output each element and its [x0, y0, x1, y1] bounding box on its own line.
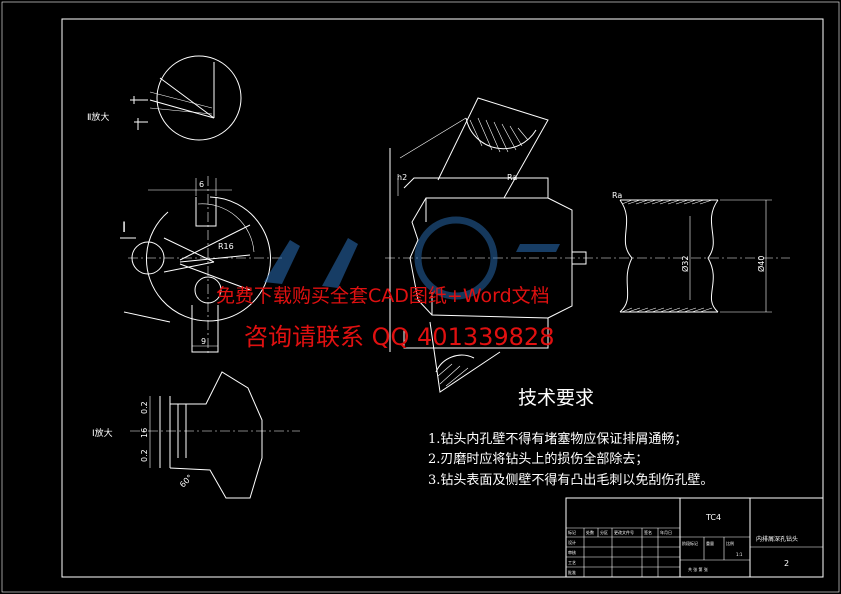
tb-weight-label: 重量: [706, 540, 714, 546]
tb-stage-label: 阶段标记: [682, 540, 698, 546]
side-view: h2 Ø32 Ø40 Ra Ra: [385, 148, 790, 352]
dim-02-bottom: 0.2: [140, 449, 149, 462]
section-upper: [399, 97, 549, 199]
tb-head-4: 签名: [644, 529, 652, 535]
tb-part-name: 内排屑深孔钻头: [756, 535, 798, 543]
watermark-line-2: 咨询请联系 QQ 401339828: [244, 323, 554, 351]
dim-16: 16: [140, 428, 149, 438]
dim-r16: R16: [218, 242, 234, 251]
dim-h2: h2: [397, 173, 407, 182]
requirement-1: 1.钻头内孔壁不得有堵塞物应保证排屑通畅；: [428, 431, 687, 447]
tb-material: TC4: [705, 513, 721, 522]
front-view: 6 R16 9 Ⅰ: [120, 176, 282, 355]
dim-02-top: 0.2: [140, 401, 149, 414]
roughness-ra-2: Ra: [612, 191, 622, 200]
dim-9: 9: [201, 337, 206, 346]
tb-head-3: 更改文件号: [614, 529, 634, 535]
requirement-2: 2.刃磨时应将钻头上的损伤全部除去；: [428, 451, 648, 467]
section-lower: [429, 321, 501, 393]
dim-40: Ø40: [756, 256, 766, 272]
detail-view-2: Ⅱ放大: [87, 55, 242, 141]
detail-view-2-label: Ⅱ放大: [87, 111, 109, 123]
tb-head-1: 处数: [586, 529, 594, 535]
technical-requirements: 技术要求 1.钻头内孔壁不得有堵塞物应保证排屑通畅； 2.刃磨时应将钻头上的损伤…: [428, 387, 713, 488]
dim-60deg: 60°: [178, 473, 194, 489]
requirements-title: 技术要求: [518, 387, 594, 409]
marker-1: Ⅰ: [122, 220, 126, 236]
tb-row-design: 设计: [568, 539, 576, 545]
tb-head-2: 分区: [600, 529, 608, 535]
tb-row-approve: 批准: [568, 569, 576, 575]
roughness-ra-1: Ra: [507, 173, 517, 182]
tb-head-0: 标记: [568, 529, 576, 535]
title-block: 标记 处数 分区 更改文件号 签名 年月日 设计 审核 工艺 批准 阶段标记 重…: [565, 497, 824, 578]
dim-6: 6: [199, 180, 204, 189]
detail-view-1: Ⅰ放大 16 0.2 0.2 60°: [92, 371, 300, 499]
inner-frame: [61, 18, 824, 578]
tb-head-5: 年月日: [660, 529, 672, 535]
tb-sheet-label: 共 张 第 张: [688, 566, 708, 572]
tb-row-review: 审核: [568, 549, 576, 555]
tb-scale-label: 比例: [726, 540, 734, 546]
watermark-logo: [264, 216, 560, 300]
watermark-line-1: 免费下载购买全套CAD图纸+Word文档: [216, 285, 550, 307]
requirement-3: 3.钻头表面及侧壁不得有凸出毛刺以免刮伤孔壁。: [428, 472, 713, 488]
tb-scale-value: 1:1: [736, 552, 743, 557]
detail-view-1-label: Ⅰ放大: [92, 427, 113, 439]
tb-sheet-number: 2: [784, 559, 789, 568]
dim-32: Ø32: [680, 256, 690, 272]
tb-row-process: 工艺: [568, 560, 576, 565]
